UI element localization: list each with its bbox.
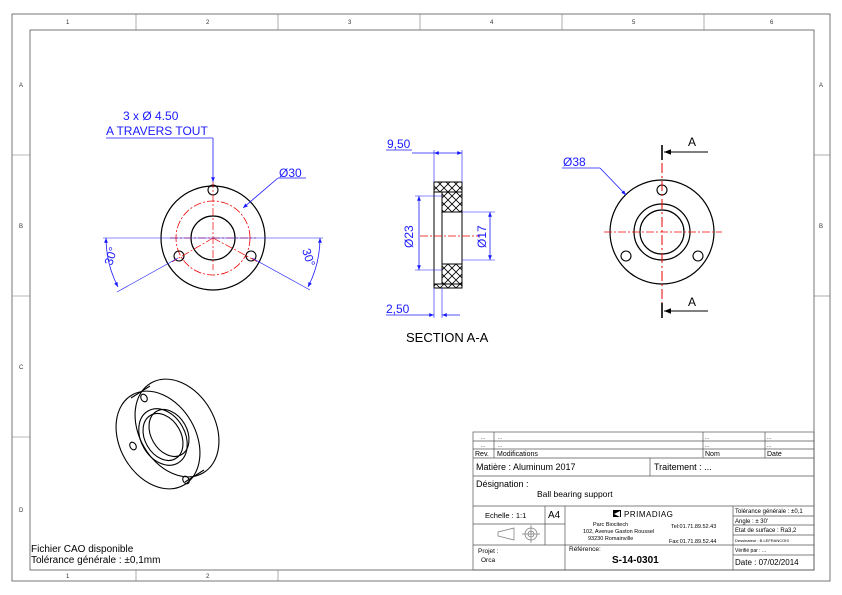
surface-finish: Etat de surface : Ra3,2: [735, 528, 797, 534]
isometric-view: [115, 378, 220, 490]
row-label: B: [19, 224, 23, 230]
step-dimension: 2,50: [386, 302, 410, 316]
fax-number: Fax:01.71.89.52.44: [669, 539, 716, 545]
rev-header: Rev.: [475, 451, 489, 458]
nom-cell: ...: [705, 443, 709, 449]
col-label: 4: [490, 20, 494, 26]
width-dimension: 9,50: [387, 137, 411, 151]
row-label: B: [819, 224, 823, 230]
diameter-label: Ø38: [563, 155, 586, 169]
title-block: [472, 431, 815, 571]
nom-header: Nom: [705, 451, 720, 458]
diameter-label: Ø30: [279, 166, 302, 180]
designation-label: Désignation :: [476, 479, 529, 489]
border-zone-labels: 1 2 3 4 5 6 1 2 A B C D A B: [19, 20, 823, 580]
row-label: A: [19, 83, 23, 89]
reference-value: S-14-0301: [612, 555, 659, 566]
right-view: [562, 145, 722, 318]
section-title: SECTION A-A: [406, 330, 489, 345]
designation-value: Ball bearing support: [537, 489, 613, 499]
rev-cell: ...: [481, 443, 485, 449]
outer-diameter-dimension: Ø23: [402, 225, 416, 248]
section-view-labels: 9,50 Ø23 Ø17 2,50 SECTION A-A: [386, 137, 489, 345]
row-label: D: [19, 508, 24, 514]
address-line: Parc Biocitech: [593, 522, 628, 528]
date-field: Date : 07/02/2014: [735, 558, 799, 567]
treatment-field: Traitement : ...: [654, 462, 712, 472]
mod-cell: ...: [498, 443, 502, 449]
projection-symbol: [497, 525, 540, 543]
angle-label-right: 30°: [299, 247, 318, 269]
nom-cell: ...: [705, 435, 709, 441]
scale-field: Echelle : 1:1: [485, 511, 526, 520]
angle-label-left: 30°: [102, 245, 121, 267]
section-arrow-label: A: [688, 295, 696, 309]
rev-cell: ...: [481, 435, 485, 441]
project-value: Orca: [481, 557, 495, 564]
col-label: 1: [66, 20, 70, 26]
drafter: Dessinateur : B.LEFRANCOIS: [735, 538, 789, 543]
date-cell: ...: [767, 435, 771, 441]
hole-note-count: 3 x Ø 4.50: [123, 109, 179, 123]
format-field: A4: [548, 510, 561, 521]
mod-cell: ...: [498, 435, 502, 441]
material-field: Matière : Aluminum 2017: [476, 462, 576, 472]
address-line: 93230 Romainville: [588, 536, 633, 542]
general-notes: Fichier CAO disponible Tolérance général…: [31, 544, 160, 566]
title-block-text: ... ... ... ... ... ... ... ... Rev. Mod…: [475, 435, 803, 567]
inner-diameter-dimension: Ø17: [475, 225, 489, 248]
col-label: 2: [206, 20, 210, 26]
general-tolerance: Tolérance générale : ±0,1: [735, 509, 803, 515]
right-view-labels: Ø38 A A: [563, 135, 696, 309]
reference-label: Référence:: [569, 546, 601, 553]
section-arrow-label: A: [688, 135, 696, 149]
col-label: 6: [770, 20, 774, 26]
angle-tolerance: Angle : ± 30': [735, 519, 768, 525]
date-header: Date: [767, 451, 782, 458]
phone-number: Tel:01.71.89.52.43: [671, 524, 716, 530]
tolerance-note: Tolérance générale : ±0,1mm: [31, 555, 160, 566]
checked-by: Vérifié par : ...: [735, 548, 766, 554]
section-view: [386, 149, 495, 318]
project-label: Projet :: [478, 548, 499, 555]
address-line: 102, Avenue Gaston Roussel: [583, 529, 654, 535]
hole-note-through: A TRAVERS TOUT: [106, 124, 208, 138]
col-label: 5: [632, 20, 636, 26]
col-label: 2: [206, 574, 210, 580]
row-label: A: [819, 83, 823, 89]
front-view-labels: 3 x Ø 4.50 A TRAVERS TOUT Ø30 30° 30°: [102, 109, 319, 268]
company-name: PRIMADIAG: [624, 510, 673, 519]
sheet-frame: [11, 13, 831, 582]
col-label: 3: [348, 20, 352, 26]
row-label: C: [19, 365, 24, 371]
date-cell: ...: [767, 443, 771, 449]
col-label: 1: [66, 574, 70, 580]
front-view: [103, 138, 323, 293]
cad-note: Fichier CAO disponible: [31, 544, 134, 555]
company-logo: [613, 510, 621, 517]
mod-header: Modifications: [497, 451, 538, 458]
